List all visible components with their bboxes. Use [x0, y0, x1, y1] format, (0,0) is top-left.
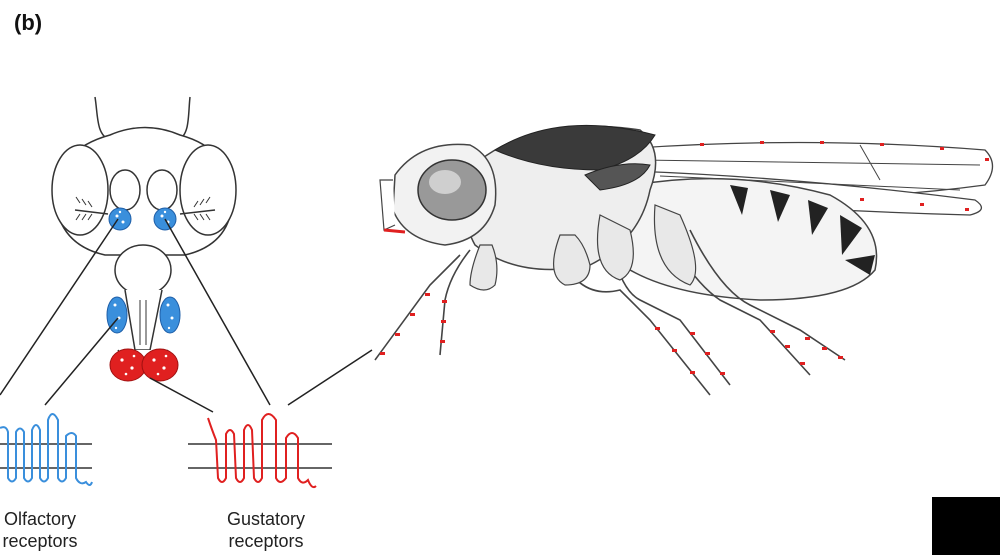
- fly-side-view: [375, 125, 993, 395]
- olfactory-caption-line1: Olfactory: [0, 508, 110, 530]
- black-corner-box: [932, 497, 1000, 555]
- gustatory-receptor-icon: [188, 414, 332, 487]
- olfactory-receptors-caption: Olfactory receptors: [0, 508, 110, 552]
- olfactory-receptor-icon: [0, 414, 92, 485]
- gustatory-receptors-caption: Gustatory receptors: [196, 508, 336, 552]
- gustatory-caption-line1: Gustatory: [196, 508, 336, 530]
- olfactory-caption-line2: receptors: [0, 530, 110, 552]
- fly-head-front-view: [52, 97, 236, 368]
- gustatory-caption-line2: receptors: [196, 530, 336, 552]
